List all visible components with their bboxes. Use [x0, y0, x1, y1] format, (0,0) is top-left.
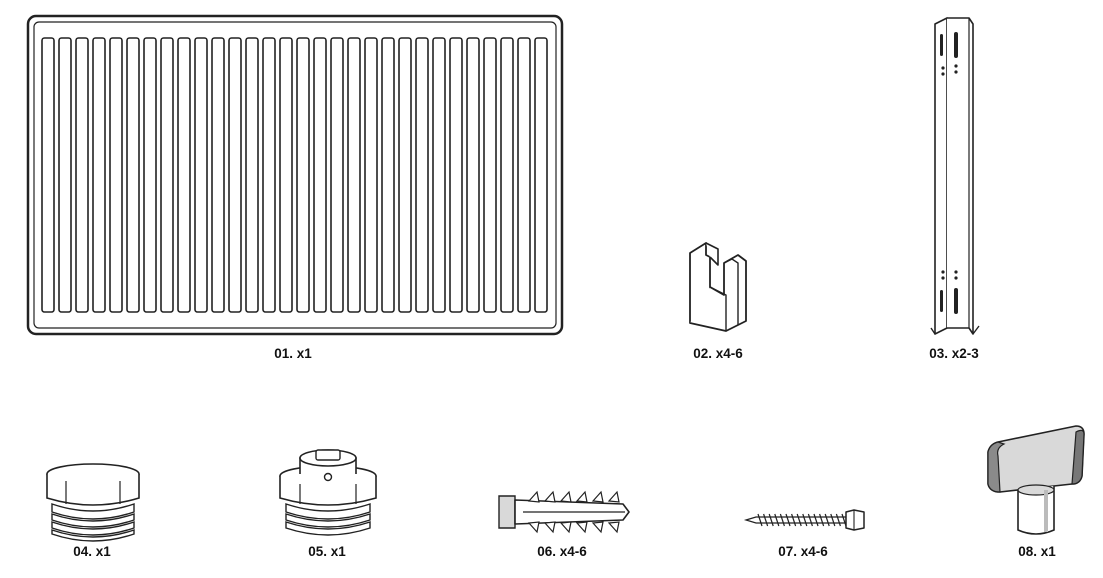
- screw-thread: [830, 513, 836, 527]
- radiator-fin: [177, 37, 191, 313]
- screw-thread: [807, 513, 813, 527]
- radiator-fin: [296, 37, 310, 313]
- wall-plug-barb: [607, 490, 620, 534]
- radiator-fin: [58, 37, 72, 313]
- radiator-fin: [483, 37, 497, 313]
- screw-thread: [813, 513, 819, 527]
- radiator-fin: [92, 37, 106, 313]
- radiator-fin: [262, 37, 276, 313]
- screw-thread: [768, 513, 774, 527]
- part-label-08: 08. x1: [1018, 544, 1056, 559]
- screw-thread: [824, 513, 830, 527]
- screw-thread: [796, 513, 802, 527]
- radiator-fin: [347, 37, 361, 313]
- radiator-fin: [126, 37, 140, 313]
- wall-plug-barb: [559, 490, 572, 534]
- radiator-fin: [534, 37, 548, 313]
- wall-plug-barb: [543, 490, 556, 534]
- screw-thread: [785, 513, 791, 527]
- radiator-fin: [279, 37, 293, 313]
- radiator-fin: [75, 37, 89, 313]
- part-label-05: 05. x1: [308, 544, 346, 559]
- screw-thread: [779, 513, 785, 527]
- radiator-fin: [432, 37, 446, 313]
- radiator-fin: [313, 37, 327, 313]
- part-label-04: 04. x1: [73, 544, 111, 559]
- radiator-fin: [466, 37, 480, 313]
- part-label-07: 07. x4-6: [778, 544, 828, 559]
- bleed-key-illustration: [987, 425, 1085, 535]
- screw-thread: [802, 513, 808, 527]
- radiator-fin: [228, 37, 242, 313]
- radiator-fin: [143, 37, 157, 313]
- screw-thread: [791, 513, 797, 527]
- air-vent-plug-illustration: [279, 449, 377, 536]
- screw-thread: [835, 513, 841, 527]
- part-label-06: 06. x4-6: [537, 544, 587, 559]
- wall-plug-barb: [527, 490, 540, 534]
- radiator-fin: [500, 37, 514, 313]
- part-label-01: 01. x1: [274, 346, 312, 361]
- wall-plug-illustration: [498, 490, 630, 534]
- radiator-fin: [330, 37, 344, 313]
- radiator-fin: [109, 37, 123, 313]
- radiator-fin: [41, 37, 55, 313]
- radiator-fin: [160, 37, 174, 313]
- radiator-panel-illustration: [26, 14, 564, 336]
- screw-thread: [763, 513, 769, 527]
- blanking-plug-illustration: [46, 463, 140, 542]
- radiator-fin: [449, 37, 463, 313]
- radiator-fin: [194, 37, 208, 313]
- part-label-03: 03. x2-3: [929, 346, 979, 361]
- radiator-fin: [398, 37, 412, 313]
- screw-thread: [774, 513, 780, 527]
- screw-thread: [757, 513, 763, 527]
- radiator-fin: [364, 37, 378, 313]
- screw-thread: [819, 513, 825, 527]
- radiator-fin: [517, 37, 531, 313]
- screw-illustration: [743, 509, 865, 531]
- radiator-fin: [415, 37, 429, 313]
- part-label-02: 02. x4-6: [693, 346, 743, 361]
- radiator-fin: [211, 37, 225, 313]
- spacer-clip-illustration: [689, 242, 747, 332]
- radiator-fin: [245, 37, 259, 313]
- wall-plug-barb: [575, 490, 588, 534]
- radiator-fin: [381, 37, 395, 313]
- wall-plug-barb: [591, 490, 604, 534]
- wall-bracket-illustration: [930, 17, 980, 335]
